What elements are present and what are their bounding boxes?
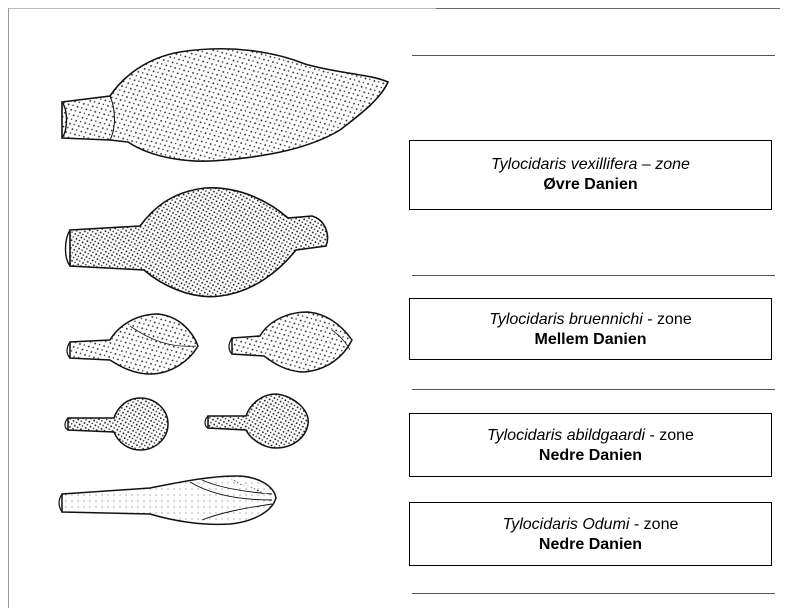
zone-word: zone [657,311,692,328]
frame-top-border [8,8,436,9]
zone-species: Tylocidaris bruennichi [489,311,643,328]
spine-bruennichi-right [229,312,352,372]
spine-medium-vexillifera [66,188,328,297]
zone-box-abildgaardi: Tylocidaris abildgaardi - zone Nedre Dan… [409,413,772,477]
rule-3 [412,389,775,390]
frame-top-border-right [436,8,780,9]
zone-species: Tylocidaris abildgaardi [487,427,645,444]
rule-bottom [412,593,775,594]
zone-species: Tylocidaris Odumi [503,516,630,533]
rule-2 [412,275,775,276]
zone-word: zone [644,516,679,533]
zone-separator: - [643,311,657,328]
zone-species: Tylocidaris vexillifera [491,156,637,173]
frame-left-border [8,8,9,608]
zone-word: zone [659,427,694,444]
spine-abildgaardi-right [205,394,308,448]
zone-stage: Øvre Danien [410,175,771,195]
fossil-spines-illustration [40,30,400,550]
zone-box-odumi: Tylocidaris Odumi - zone Nedre Danien [409,502,772,566]
zone-separator: – [637,156,655,173]
zone-stage: Mellem Danien [410,330,771,350]
zone-box-vexillifera: Tylocidaris vexillifera – zone Øvre Dani… [409,140,772,210]
spine-abildgaardi-left [65,398,168,450]
spine-bruennichi-left [67,314,198,374]
zone-separator: - [645,427,659,444]
zone-stage: Nedre Danien [410,446,771,466]
zone-separator: - [629,516,643,533]
zone-stage: Nedre Danien [410,535,771,555]
spine-large-vexillifera [62,49,388,161]
rule-top [412,55,775,56]
zone-word: zone [655,156,690,173]
zone-box-bruennichi: Tylocidaris bruennichi - zone Mellem Dan… [409,298,772,360]
spine-odumi [59,476,276,524]
